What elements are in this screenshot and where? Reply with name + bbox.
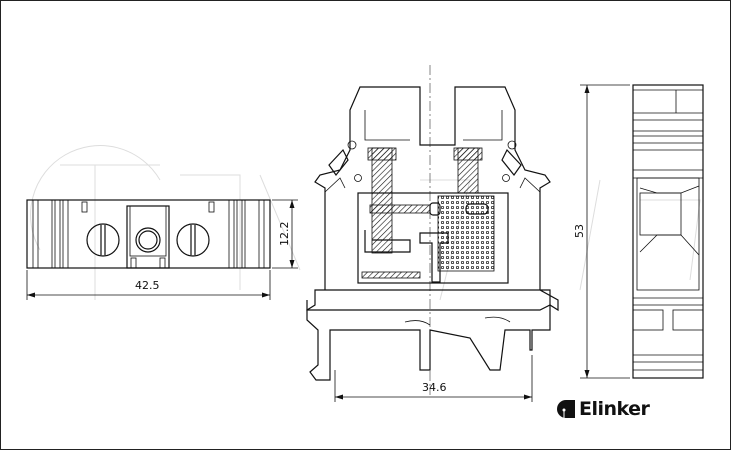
brand-logo: Elinker <box>555 398 650 420</box>
screw-head-left <box>86 223 120 257</box>
side-view <box>306 65 559 395</box>
front-view <box>26 199 271 269</box>
end-view <box>632 84 704 379</box>
screw-head-right <box>176 223 210 257</box>
dimension-width <box>26 270 271 300</box>
dimension-label-rail: 34.6 <box>422 381 447 394</box>
dimension-height-front <box>272 199 298 269</box>
watermark <box>30 145 701 301</box>
test-socket <box>135 227 161 253</box>
dimension-label-height-front: 12.2 <box>278 222 291 247</box>
dimension-rail <box>334 355 533 402</box>
clamp-chamber <box>357 192 509 284</box>
dimension-label-width: 42.5 <box>135 279 160 292</box>
elinker-logo-icon <box>557 400 575 418</box>
screw-left <box>371 147 393 254</box>
dimension-height-end <box>580 84 630 379</box>
dimension-label-height-end: 53 <box>573 224 586 238</box>
brand-name: Elinker <box>579 398 650 420</box>
